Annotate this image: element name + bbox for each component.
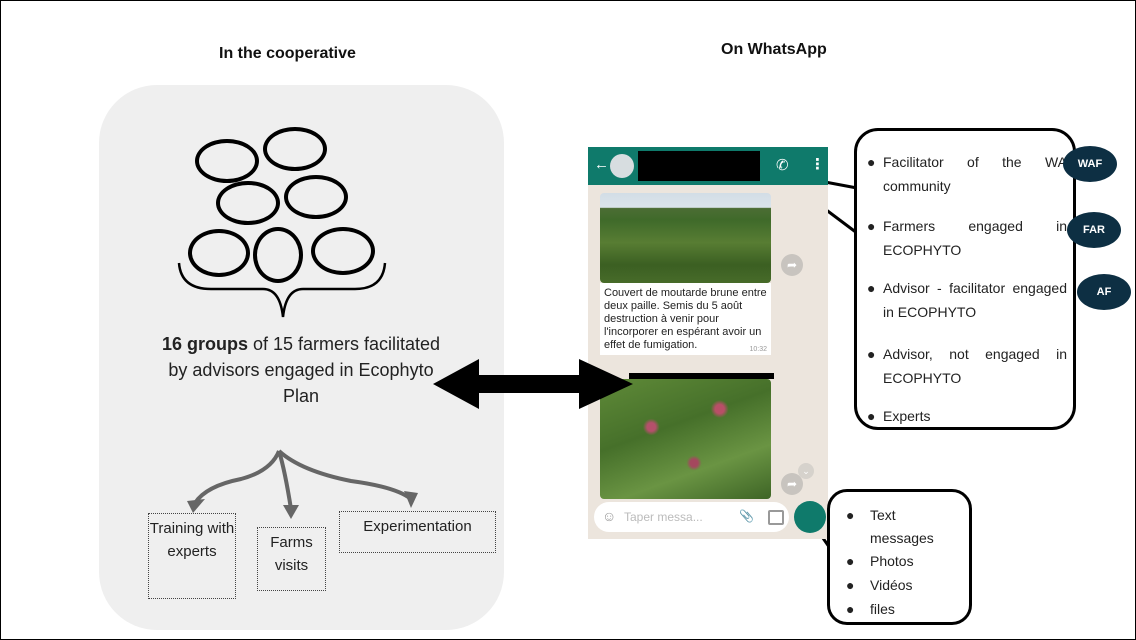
tag-waf: WAF bbox=[1063, 146, 1117, 182]
group-circle bbox=[195, 139, 259, 183]
activity-experimentation: Experimentation bbox=[339, 511, 496, 553]
message-time: 10:32 bbox=[749, 346, 767, 353]
media-label: Vidéos bbox=[870, 577, 913, 593]
arrowhead-experimentation bbox=[404, 491, 418, 508]
cooperative-panel bbox=[99, 85, 504, 630]
branch-arrows bbox=[193, 449, 413, 510]
activity-training: Training with experts bbox=[148, 513, 236, 599]
activity-farm-visits: Farms visits bbox=[257, 527, 326, 591]
media-item: ● files bbox=[846, 598, 895, 621]
arrow-extension bbox=[629, 373, 774, 379]
whatsapp-screen: ← ✆ ⋮ Couvert de moutarde brune entre de… bbox=[588, 147, 828, 539]
back-arrow-icon[interactable]: ← bbox=[594, 156, 609, 173]
groups-description: 16 groups of 15 farmers facilitated by a… bbox=[151, 331, 451, 409]
group-circle bbox=[188, 229, 250, 277]
participant-label: Advisor - facilitator engaged in ECOPHYT… bbox=[883, 280, 1067, 320]
participant-item: ● Facilitator of the WA community bbox=[867, 151, 1067, 199]
participant-item: ● Advisor, not engaged in ECOPHYTO bbox=[867, 343, 1067, 391]
message-input-bar[interactable]: ☺ Taper messa... 📎 bbox=[594, 502, 789, 532]
bullet-icon: ● bbox=[867, 154, 876, 170]
media-item: ● Vidéos bbox=[846, 574, 913, 597]
media-item: ● Photos bbox=[846, 550, 914, 573]
participant-item: ● Advisor - facilitator engaged in ECOPHY… bbox=[867, 277, 1067, 325]
attach-icon[interactable]: 📎 bbox=[739, 509, 754, 523]
media-label: Text messages bbox=[870, 507, 934, 546]
media-types-bubble: ● Text messages ● Photos ● Vidéos ● files bbox=[827, 489, 972, 625]
whatsapp-header: ← ✆ ⋮ bbox=[588, 147, 828, 185]
groups-count: 16 groups bbox=[161, 334, 248, 354]
send-button[interactable] bbox=[794, 501, 826, 533]
bullet-icon: ● bbox=[867, 280, 876, 296]
message-text: Couvert de moutarde brune entre deux pai… bbox=[604, 287, 767, 351]
media-label: Photos bbox=[870, 553, 914, 569]
group-circle bbox=[263, 127, 327, 171]
media-label: files bbox=[870, 601, 895, 617]
participant-label: Experts bbox=[883, 408, 931, 424]
camera-icon[interactable] bbox=[768, 510, 784, 525]
bullet-icon: ● bbox=[846, 553, 855, 569]
bullet-icon: ● bbox=[846, 577, 855, 593]
bullet-icon: ● bbox=[867, 218, 876, 234]
group-circle bbox=[253, 227, 303, 283]
message-input-placeholder[interactable]: Taper messa... bbox=[624, 510, 703, 524]
menu-dots-icon[interactable]: ⋮ bbox=[810, 156, 825, 173]
bullet-icon: ● bbox=[846, 601, 855, 617]
field-photo-mustard[interactable] bbox=[600, 193, 771, 283]
participant-item: ● Experts bbox=[867, 405, 1067, 429]
participants-bubble: ● Facilitator of the WA community ● Farmer… bbox=[854, 128, 1076, 430]
arrowhead-training bbox=[187, 499, 205, 513]
participant-item: ● Farmers engaged in ECOPHYTO bbox=[867, 215, 1067, 263]
media-item: ● Text messages bbox=[846, 504, 950, 550]
group-circle bbox=[284, 175, 348, 219]
redacted-group-name bbox=[638, 151, 760, 181]
group-avatar-icon bbox=[610, 154, 634, 178]
bullet-icon: ● bbox=[867, 346, 876, 362]
forward-icon[interactable]: ➦ bbox=[781, 473, 803, 495]
heading-whatsapp: On WhatsApp bbox=[721, 41, 827, 58]
forward-icon[interactable]: ➦ bbox=[781, 254, 803, 276]
grouping-brace bbox=[177, 262, 387, 318]
emoji-icon[interactable]: ☺ bbox=[602, 508, 617, 524]
participant-label: Facilitator of the WA community bbox=[883, 154, 1067, 194]
participant-label: Advisor, not engaged in ECOPHYTO bbox=[883, 346, 1067, 386]
participant-label: Farmers engaged in ECOPHYTO bbox=[883, 218, 1067, 258]
add-call-icon[interactable]: ✆ bbox=[776, 157, 789, 174]
arrowhead-visits bbox=[283, 505, 299, 519]
bidirectional-arrow bbox=[433, 359, 633, 409]
message-bubble: Couvert de moutarde brune entre deux pai… bbox=[600, 283, 771, 355]
tag-far: FAR bbox=[1067, 212, 1121, 248]
tag-af: AF bbox=[1077, 274, 1131, 310]
bullet-icon: ● bbox=[846, 507, 855, 523]
groups-detail: of 15 farmers facilitated by advisors en… bbox=[168, 334, 441, 407]
group-circle bbox=[216, 181, 280, 225]
bullet-icon: ● bbox=[867, 408, 876, 424]
scroll-down-icon[interactable]: ⌄ bbox=[798, 463, 814, 479]
group-circle bbox=[311, 227, 375, 275]
field-photo-plants[interactable] bbox=[600, 379, 771, 499]
heading-cooperative: In the cooperative bbox=[219, 45, 356, 62]
